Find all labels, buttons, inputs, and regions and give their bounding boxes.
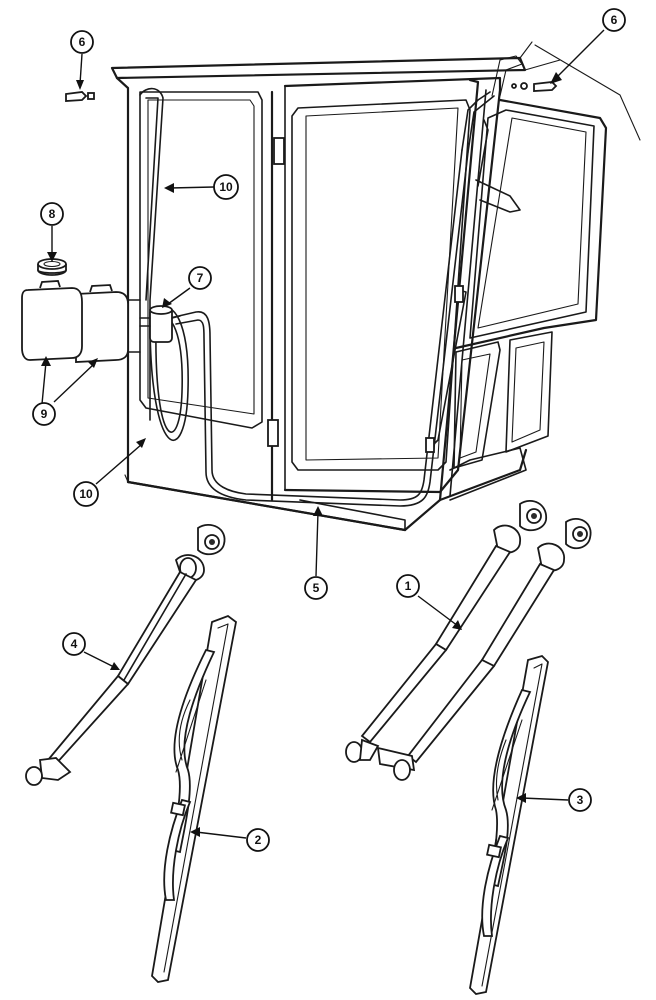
front-wiper-blade: [151, 614, 237, 983]
washer-nozzle-left: [65, 91, 95, 102]
callout-3: 3: [568, 788, 592, 812]
callout-6-right-label: 6: [611, 13, 618, 27]
rear-wiper-blade: [469, 654, 549, 995]
front-wiper-arm: [25, 523, 226, 786]
callout-10-top-label: 10: [219, 180, 233, 194]
callout-5: 5: [304, 576, 328, 600]
callout-10-bottom: 10: [73, 481, 99, 507]
callout-5-label: 5: [313, 581, 320, 595]
callout-3-label: 3: [577, 793, 584, 807]
callout-1-label: 1: [405, 579, 412, 593]
callout-9: 9: [32, 402, 56, 426]
reservoir-filler-cap: [37, 258, 67, 276]
callout-7-label: 7: [197, 271, 204, 285]
callout-8-label: 8: [49, 207, 56, 221]
callout-8: 8: [40, 202, 64, 226]
cab-frame: [110, 41, 641, 532]
callout-7: 7: [188, 266, 212, 290]
washer-nozzle-right: [511, 81, 558, 92]
washer-reservoir-pair: [21, 280, 141, 363]
washer-hose-routing: [139, 55, 523, 507]
leader-lines: [41, 29, 605, 839]
callout-2: 2: [246, 828, 270, 852]
rear-wiper-arm-pair: [345, 499, 592, 781]
callout-10-bottom-label: 10: [79, 487, 93, 501]
callout-4-label: 4: [71, 637, 78, 651]
callout-10-top: 10: [213, 174, 239, 200]
callout-6-left: 6: [70, 30, 94, 54]
callout-6-left-label: 6: [79, 35, 86, 49]
callout-6-right: 6: [602, 8, 626, 32]
callout-9-label: 9: [41, 407, 48, 421]
washer-pump: [139, 305, 181, 343]
callout-1: 1: [396, 574, 420, 598]
callout-2-label: 2: [255, 833, 262, 847]
callout-4: 4: [62, 632, 86, 656]
